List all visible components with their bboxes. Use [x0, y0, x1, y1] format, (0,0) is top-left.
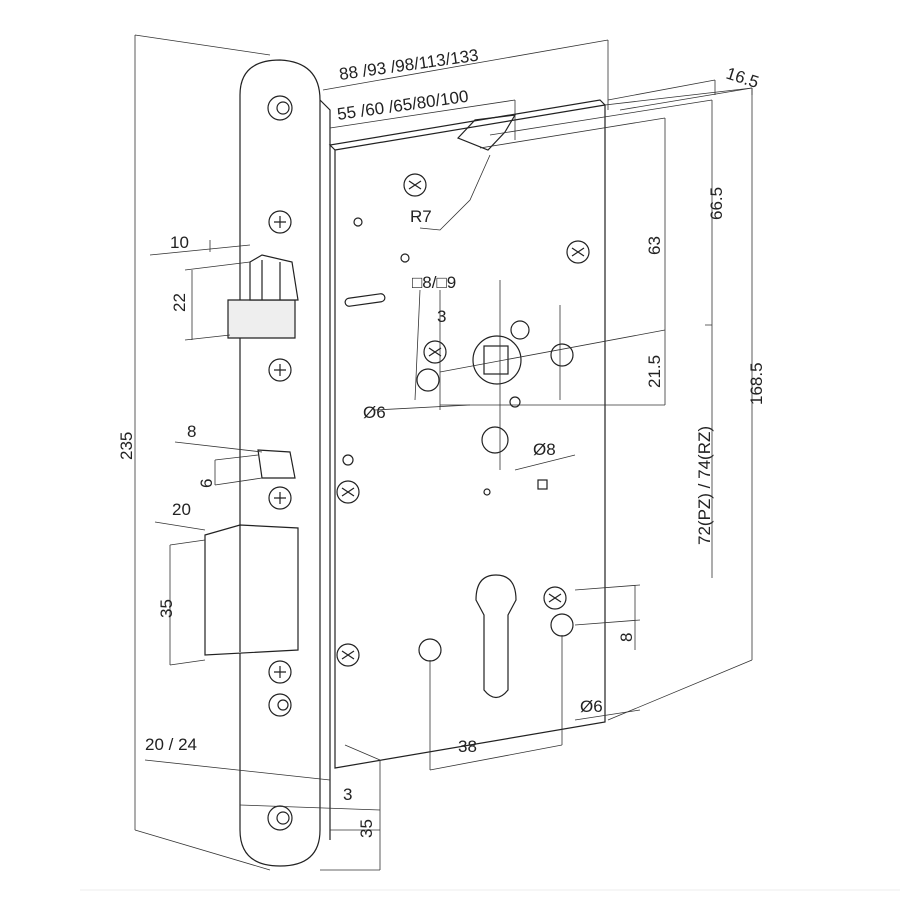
body-notch	[456, 114, 517, 151]
label-top-to-spindle: 63	[645, 236, 664, 255]
label-latch-width: 10	[170, 233, 189, 252]
label-cylinder-offset: 8	[617, 633, 636, 642]
label-follower-spacing: 21.5	[645, 355, 664, 388]
label-backset: 55 /60 /65/80/100	[336, 87, 470, 124]
label-bottom-offset: 35	[357, 819, 376, 838]
cylinder-cutout	[475, 574, 517, 699]
label-aux-latch-width: 8	[187, 422, 196, 441]
label-body-thickness: 16.5	[724, 64, 761, 92]
label-spindle: □8/□9	[412, 273, 456, 292]
faceplate-edge	[319, 99, 331, 840]
label-faceplate-width: 20 / 24	[145, 735, 197, 754]
label-fixing-spacing: 38	[458, 737, 477, 756]
deadbolt	[204, 524, 299, 656]
auxiliary-latch	[257, 449, 296, 479]
label-hole-d6-upper: Ø6	[363, 403, 386, 422]
label-deadbolt-height: 35	[157, 599, 176, 618]
label-aux-latch-height: 6	[197, 479, 216, 488]
label-hole-d6-lower: Ø6	[580, 697, 603, 716]
label-spindle-offset: 3	[437, 307, 446, 326]
label-radius: R7	[410, 207, 432, 226]
lock-body-top-edge	[328, 99, 606, 151]
latch-bolt	[227, 254, 299, 339]
label-total-height: 168.5	[747, 362, 766, 405]
label-overall-depth: 88 /93 /98/113/133	[338, 46, 480, 84]
label-center-distance: 72(PZ) / 74(RZ)	[695, 426, 714, 545]
label-faceplate-thickness: 3	[343, 785, 352, 804]
lock-body	[334, 104, 606, 769]
label-hole-d8: Ø8	[533, 440, 556, 459]
dimension-lines	[134, 34, 753, 871]
label-latch-height: 22	[170, 293, 189, 312]
label-deadbolt-throw: 20	[172, 500, 191, 519]
label-faceplate-height: 235	[117, 432, 136, 460]
label-top-to-follower: 66.5	[707, 187, 726, 220]
faceplate-screws	[267, 95, 293, 831]
